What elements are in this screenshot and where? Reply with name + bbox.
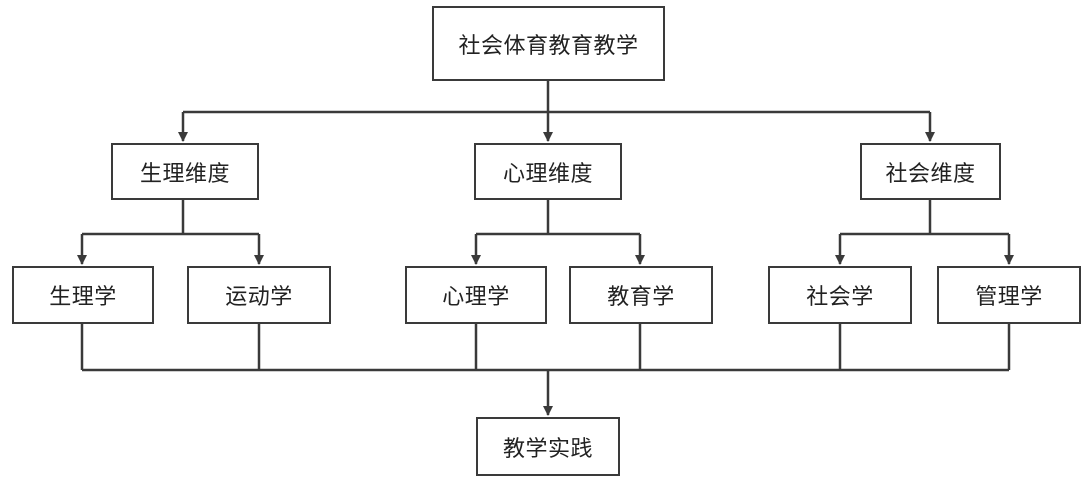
dimension-node-label: 社会维度 bbox=[885, 161, 976, 187]
discipline-node-sociology: 社会学 bbox=[768, 266, 912, 324]
discipline-node-psychology: 心理学 bbox=[405, 266, 547, 324]
dimension-node-physiological: 生理维度 bbox=[111, 143, 259, 200]
root-node: 社会体育教育教学 bbox=[432, 6, 665, 81]
discipline-node-label: 管理学 bbox=[975, 285, 1043, 310]
outcome-node-label: 教学实践 bbox=[502, 436, 593, 462]
discipline-node-physiology: 生理学 bbox=[12, 266, 154, 324]
discipline-node-label: 运动学 bbox=[225, 285, 293, 310]
discipline-node-label: 教育学 bbox=[607, 285, 675, 310]
discipline-node-kinesiology: 运动学 bbox=[187, 266, 331, 324]
root-node-label: 社会体育教育教学 bbox=[458, 33, 639, 59]
dimension-node-psychological: 心理维度 bbox=[474, 143, 622, 200]
discipline-node-management: 管理学 bbox=[937, 266, 1081, 324]
discipline-node-pedagogy: 教育学 bbox=[569, 266, 713, 324]
discipline-node-label: 心理学 bbox=[442, 285, 510, 310]
dimension-node-social: 社会维度 bbox=[860, 143, 1001, 200]
dimension-node-label: 心理维度 bbox=[502, 161, 593, 187]
discipline-node-label: 社会学 bbox=[806, 285, 874, 310]
discipline-node-label: 生理学 bbox=[49, 285, 117, 310]
dimension-node-label: 生理维度 bbox=[139, 161, 230, 187]
outcome-node: 教学实践 bbox=[476, 417, 620, 476]
